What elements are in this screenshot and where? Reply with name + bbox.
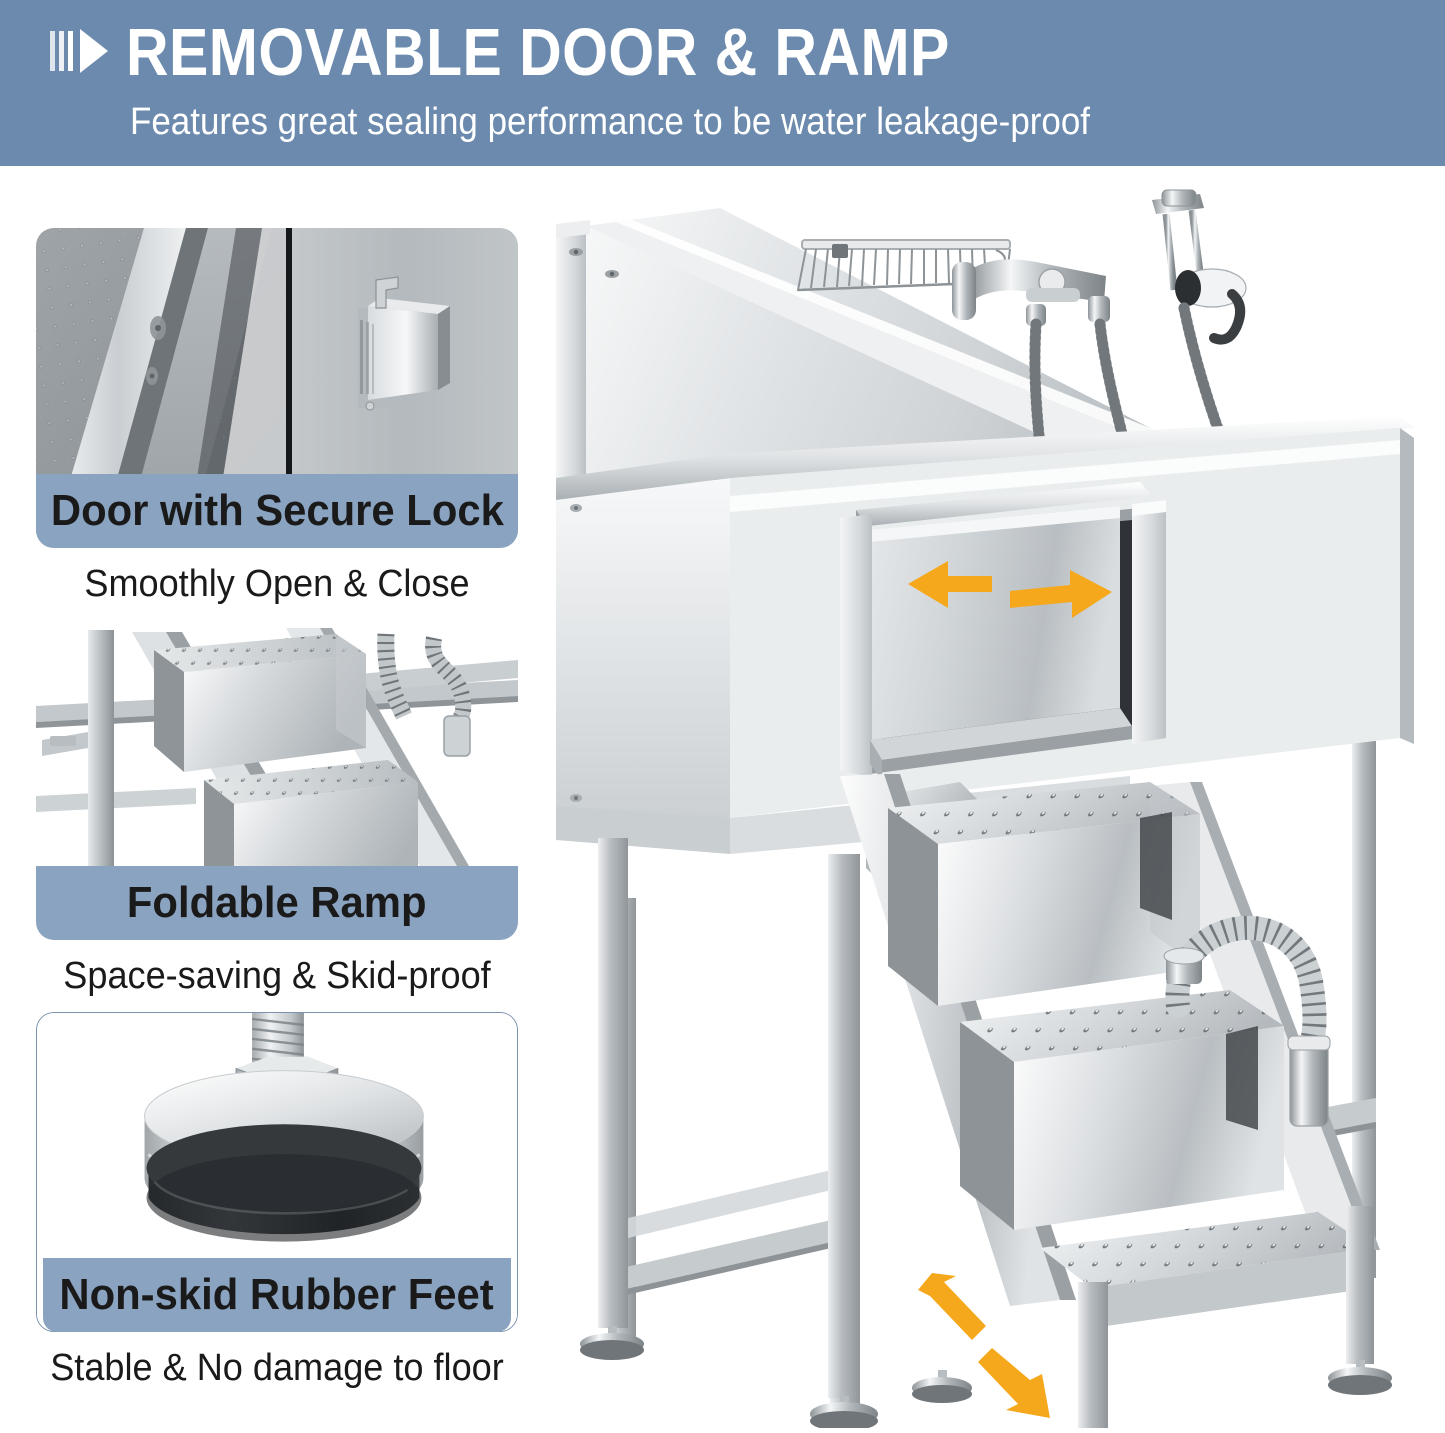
feature-card-door-lock: Door with Secure Lock Smoothly Open & Cl…	[36, 228, 518, 606]
feature-caption: Door with Secure Lock	[50, 486, 504, 535]
faucet	[952, 259, 1110, 326]
feature-subtext-foldable-ramp: Space-saving & Skid-proof	[63, 955, 491, 997]
play-bars-icon	[48, 25, 110, 82]
header-banner: REMOVABLE DOOR & RAMP Features great sea…	[0, 0, 1445, 166]
front-legs-and-feet	[580, 838, 1392, 1428]
feature-card-rubber-feet: Non-skid Rubber Feet Stable & No damage …	[36, 1012, 518, 1390]
drain-hose	[1163, 915, 1331, 1127]
feature-card-foldable-ramp: Foldable Ramp Space-saving & Skid-proof	[36, 620, 518, 998]
caption-bar-door-lock: Door with Secure Lock	[36, 474, 518, 548]
lock-hardware	[358, 276, 450, 411]
feature-caption: Foldable Ramp	[127, 878, 427, 927]
header-subtitle: Features great sealing performance to be…	[130, 101, 1091, 143]
ramp-step-upper	[154, 634, 366, 772]
feature-subtext-rubber-feet: Stable & No damage to floor	[50, 1347, 504, 1389]
rubber-pad	[146, 1124, 422, 1242]
feature-caption: Non-skid Rubber Feet	[59, 1270, 495, 1319]
header-title: REMOVABLE DOOR & RAMP	[126, 15, 950, 90]
ramp-step-upper	[888, 782, 1200, 1006]
ramp-assembly	[840, 774, 1380, 1328]
leveling-feet	[580, 1326, 1392, 1428]
title-row: REMOVABLE DOOR & RAMP	[48, 14, 1368, 92]
backsplash	[556, 208, 1240, 524]
ramp-extend-arrow	[918, 1273, 1050, 1418]
feature-subtext-door-lock: Smoothly Open & Close	[84, 563, 470, 605]
ramp-step-lower	[960, 990, 1284, 1230]
sprayer-holder	[1175, 268, 1247, 345]
product-image	[540, 178, 1430, 1428]
caption-bar-rubber-feet: Non-skid Rubber Feet	[43, 1258, 511, 1332]
caption-bar-foldable-ramp: Foldable Ramp	[36, 866, 518, 940]
door-slide-arrow	[908, 561, 1112, 618]
header-content: REMOVABLE DOOR & RAMP Features great sea…	[48, 14, 1368, 146]
ramp-platform	[1040, 1212, 1372, 1328]
feature-list: Door with Secure Lock Smoothly Open & Cl…	[36, 228, 518, 1404]
